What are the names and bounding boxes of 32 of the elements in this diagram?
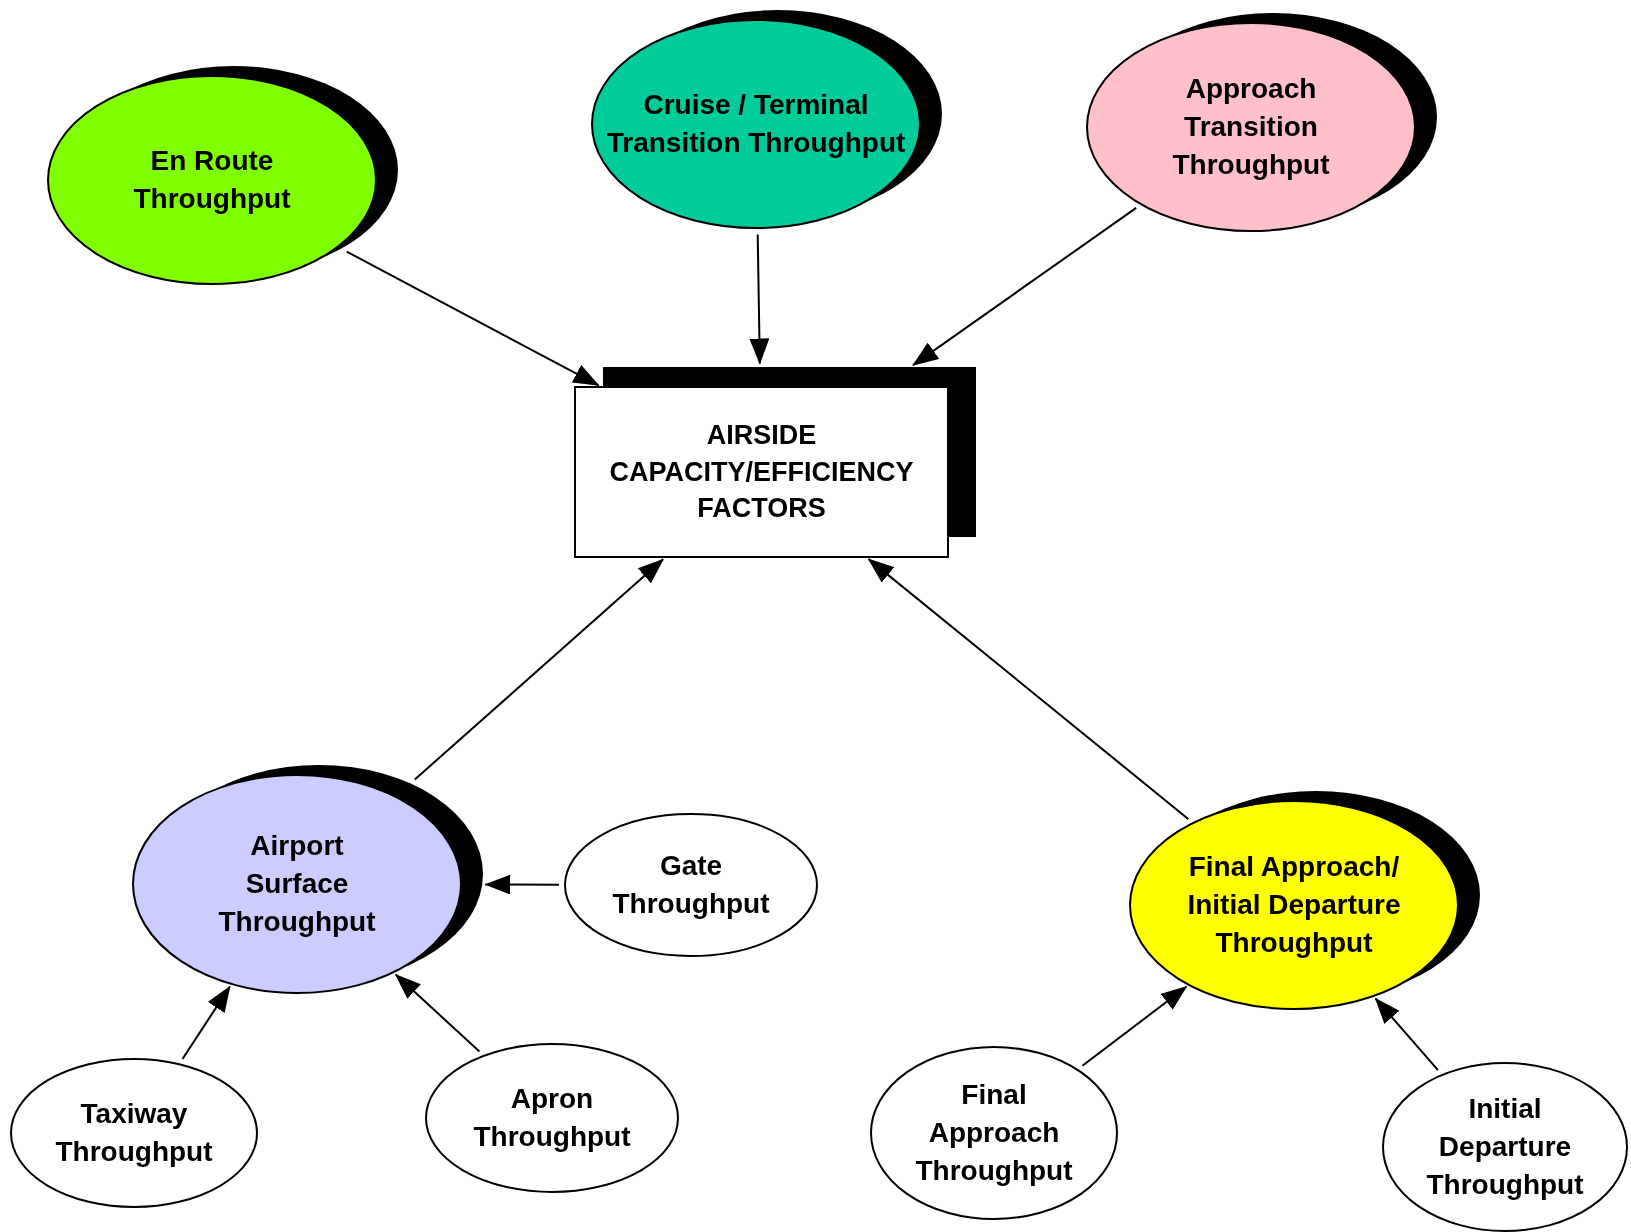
node-label: Final Approach Throughput: [914, 1077, 1074, 1189]
node-label: En Route Throughput: [132, 143, 292, 216]
shadowed-ellipse: [131, 763, 485, 995]
arrow: [413, 558, 665, 781]
ellipse-node: [1381, 1061, 1629, 1232]
arrow: [394, 973, 481, 1053]
node-label: Final Approach/ Initial Departure Throughput: [1186, 849, 1402, 961]
ellipse-node: [424, 1042, 680, 1194]
arrow: [1374, 997, 1439, 1072]
node-label: Cruise / Terminal Transition Throughput: [605, 87, 907, 160]
arrow: [181, 985, 231, 1060]
node-label: Apron Throughput: [472, 1081, 632, 1154]
node-label: Taxiway Throughput: [54, 1096, 214, 1169]
node-label: Approach Transition Throughput: [1171, 71, 1331, 183]
shadowed-box: [573, 365, 978, 559]
shadowed-ellipse: [46, 64, 400, 286]
arrow: [912, 206, 1138, 367]
shadowed-ellipse: [590, 8, 944, 230]
arrow: [345, 250, 600, 387]
node-label: Initial Departure Throughput: [1425, 1091, 1585, 1203]
arrow: [484, 874, 560, 895]
node-label: Airport Surface Throughput: [217, 828, 377, 940]
ellipse-node: [9, 1057, 259, 1209]
node-label: AIRSIDE CAPACITY/EFFICIENCY FACTORS: [608, 418, 915, 526]
shadowed-ellipse: [1085, 11, 1439, 233]
arrow: [749, 233, 770, 365]
node-label: Gate Throughput: [611, 848, 771, 921]
ellipse-node: [563, 812, 819, 958]
ellipse-node: [869, 1045, 1119, 1221]
shadowed-ellipse: [1128, 789, 1482, 1011]
arrow: [1081, 985, 1188, 1067]
arrow: [867, 558, 1190, 821]
